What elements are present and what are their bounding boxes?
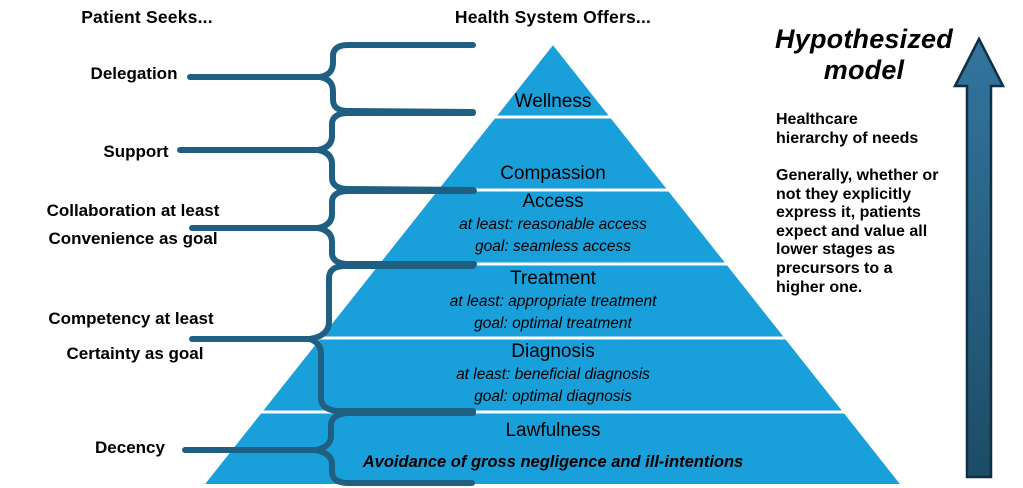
brace-competency: [189, 263, 476, 414]
band-diagnosis-title: Diagnosis: [511, 341, 595, 362]
label-decency: Decency: [95, 438, 165, 457]
hypothesized-model-title: Hypothesized model: [775, 24, 953, 85]
label-competency: Competency at least: [48, 309, 214, 328]
band-access-goal: goal: seamless access: [475, 238, 631, 255]
annotation-heading-line-2: hierarchy of needs: [776, 130, 919, 147]
annotation-body-line: precursors to a: [776, 259, 893, 277]
annotation-body-line: higher one.: [776, 278, 863, 296]
header-health-system-offers: Health System Offers...: [454, 7, 652, 27]
connector-braces: [177, 42, 477, 486]
annotation-body-line: not they explicitly: [776, 185, 912, 203]
annotation-body-line: express it, patients: [776, 204, 921, 222]
band-diagnosis-goal: goal: optimal diagnosis: [474, 388, 632, 405]
band-treatment-title: Treatment: [510, 268, 596, 289]
up-arrow-icon: [952, 36, 1006, 479]
up-arrow-polygon: [952, 36, 1006, 479]
band-access-title: Access: [522, 191, 584, 212]
band-wellness-title: Wellness: [514, 91, 592, 112]
band-access-at-least: at least: reasonable access: [459, 216, 647, 233]
label-certainty: Certainty as goal: [66, 344, 204, 363]
header-patient-seeks: Patient Seeks...: [81, 7, 213, 27]
band-access: Access at least: reasonable access goal:…: [333, 190, 773, 258]
band-treatment-at-least: at least: appropriate treatment: [449, 293, 657, 310]
band-lawfulness-title: Lawfulness: [505, 420, 601, 441]
label-delegation: Delegation: [90, 64, 178, 83]
band-treatment: Treatment at least: appropriate treatmen…: [333, 267, 773, 335]
label-support: Support: [103, 142, 169, 161]
band-compassion: Compassion: [333, 162, 773, 186]
band-diagnosis-at-least: at least: beneficial diagnosis: [456, 366, 650, 383]
label-collaboration: Collaboration at least: [46, 201, 220, 220]
band-wellness: Wellness: [333, 90, 773, 114]
band-lawfulness-subtitle: Avoidance of gross negligence and ill-in…: [362, 453, 744, 471]
annotation-body-line: lower stages as: [776, 241, 896, 259]
annotation-heading: Healthcare hierarchy of needs: [776, 110, 976, 148]
annotation-body: Generally, whether or not they explicitl…: [776, 167, 981, 297]
band-compassion-title: Compassion: [500, 163, 606, 184]
band-treatment-goal: goal: optimal treatment: [474, 315, 632, 332]
label-convenience: Convenience as goal: [48, 229, 218, 248]
annotation-body-line: Generally, whether or: [776, 167, 939, 184]
annotation-body-line: expect and value all: [776, 222, 928, 240]
band-lawfulness: Lawfulness Avoidance of gross negligence…: [333, 419, 773, 473]
brace-decency: [182, 410, 476, 486]
band-diagnosis: Diagnosis at least: beneficial diagnosis…: [333, 340, 773, 408]
annotation-heading-line-1: Healthcare: [776, 111, 858, 128]
